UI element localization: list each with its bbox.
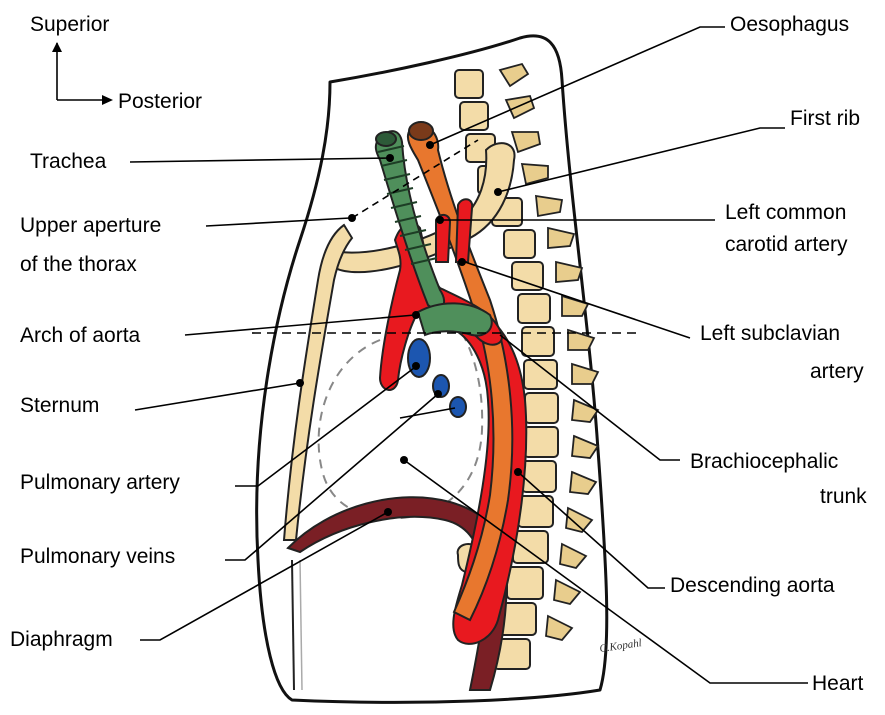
label-trachea: Trachea: [30, 150, 107, 173]
label-first-rib: First rib: [790, 107, 860, 130]
orientation-indicator: Superior Posterior: [30, 13, 202, 113]
label-diaphragm: Diaphragm: [10, 628, 113, 651]
label-heart: Heart: [812, 672, 864, 695]
sternum: [284, 225, 352, 540]
label-descending-aorta: Descending aorta: [670, 574, 835, 597]
pulmonary-vein-2: [450, 397, 466, 417]
label-left-subclavian-line1: Left subclavian: [700, 322, 840, 345]
label-upper-aperture-line1: Upper aperture: [20, 214, 161, 237]
pulmonary-artery-shape: [408, 339, 430, 377]
label-sternum: Sternum: [20, 394, 99, 417]
label-pulmonary-artery: Pulmonary artery: [20, 471, 180, 494]
labels: Oesophagus First rib Left common carotid…: [10, 13, 867, 695]
label-brachiocephalic-line1: Brachiocephalic: [690, 450, 838, 473]
label-pulmonary-veins: Pulmonary veins: [20, 545, 175, 568]
posterior-label: Posterior: [118, 90, 202, 113]
label-upper-aperture-line2: of the thorax: [20, 253, 137, 276]
label-brachiocephalic-line2: trunk: [820, 485, 867, 508]
label-arch-of-aorta: Arch of aorta: [20, 324, 141, 347]
label-left-common-carotid-line2: carotid artery: [725, 233, 848, 256]
label-oesophagus: Oesophagus: [730, 13, 849, 36]
superior-label: Superior: [30, 13, 109, 36]
label-left-common-carotid-line1: Left common: [725, 201, 846, 224]
label-left-subclavian-line2: artery: [810, 360, 864, 383]
